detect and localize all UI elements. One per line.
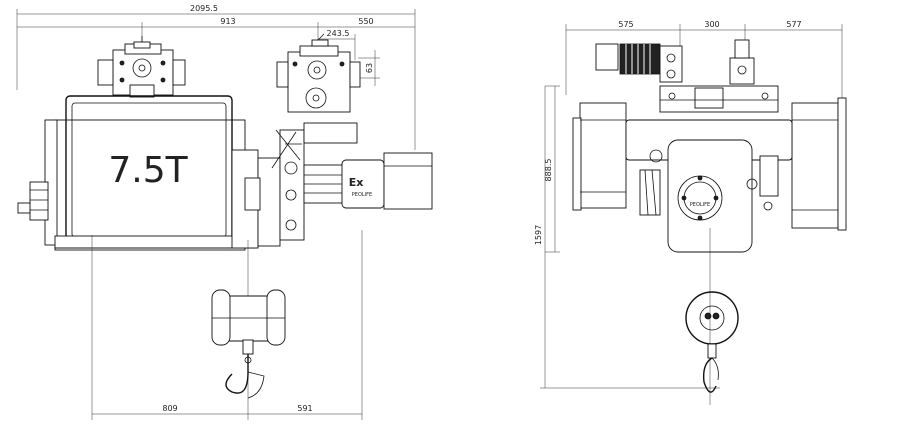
front-view: 2095.5 913 550 243.5 63 [16,4,433,420]
dim-888-5: 888.5 [544,159,553,182]
dim-550: 550 [358,17,373,26]
dim-63: 63 [365,63,374,73]
dim-overall-width: 2095.5 [190,4,218,13]
ex-label: Ex [349,176,364,189]
side-drum-right [791,97,847,231]
trolley-right [276,33,361,113]
dim-243-5: 243.5 [327,29,350,38]
dim-575: 575 [618,20,633,29]
hook-block [211,289,286,399]
dim-809: 809 [162,404,177,413]
side-clamp [729,39,755,85]
side-main-frame: PEOLIFE [625,119,793,253]
side-top-dimensions: 575 300 577 [565,20,843,110]
side-hook [685,291,739,393]
hoist-body: 7.5T [17,95,256,251]
side-motor [595,43,683,83]
side-drum-left [572,102,627,211]
ex-sub-label: PEOLIFE [352,192,372,198]
dim-913: 913 [220,17,235,26]
front-bottom-dimensions: 809 591 [92,404,362,415]
side-motor-label: PEOLIFE [690,202,710,208]
side-view: 575 300 577 888.5 1597 [534,20,847,405]
side-vertical-dimensions: 888.5 1597 [534,85,720,389]
side-saddle [659,85,779,113]
gearbox: Ex PEOLIFE [231,122,433,249]
dim-1597: 1597 [534,225,543,245]
trolley-left [97,36,186,98]
dim-300: 300 [704,20,719,29]
dim-577: 577 [786,20,801,29]
capacity-label: 7.5T [108,150,188,191]
dim-591: 591 [297,404,312,413]
